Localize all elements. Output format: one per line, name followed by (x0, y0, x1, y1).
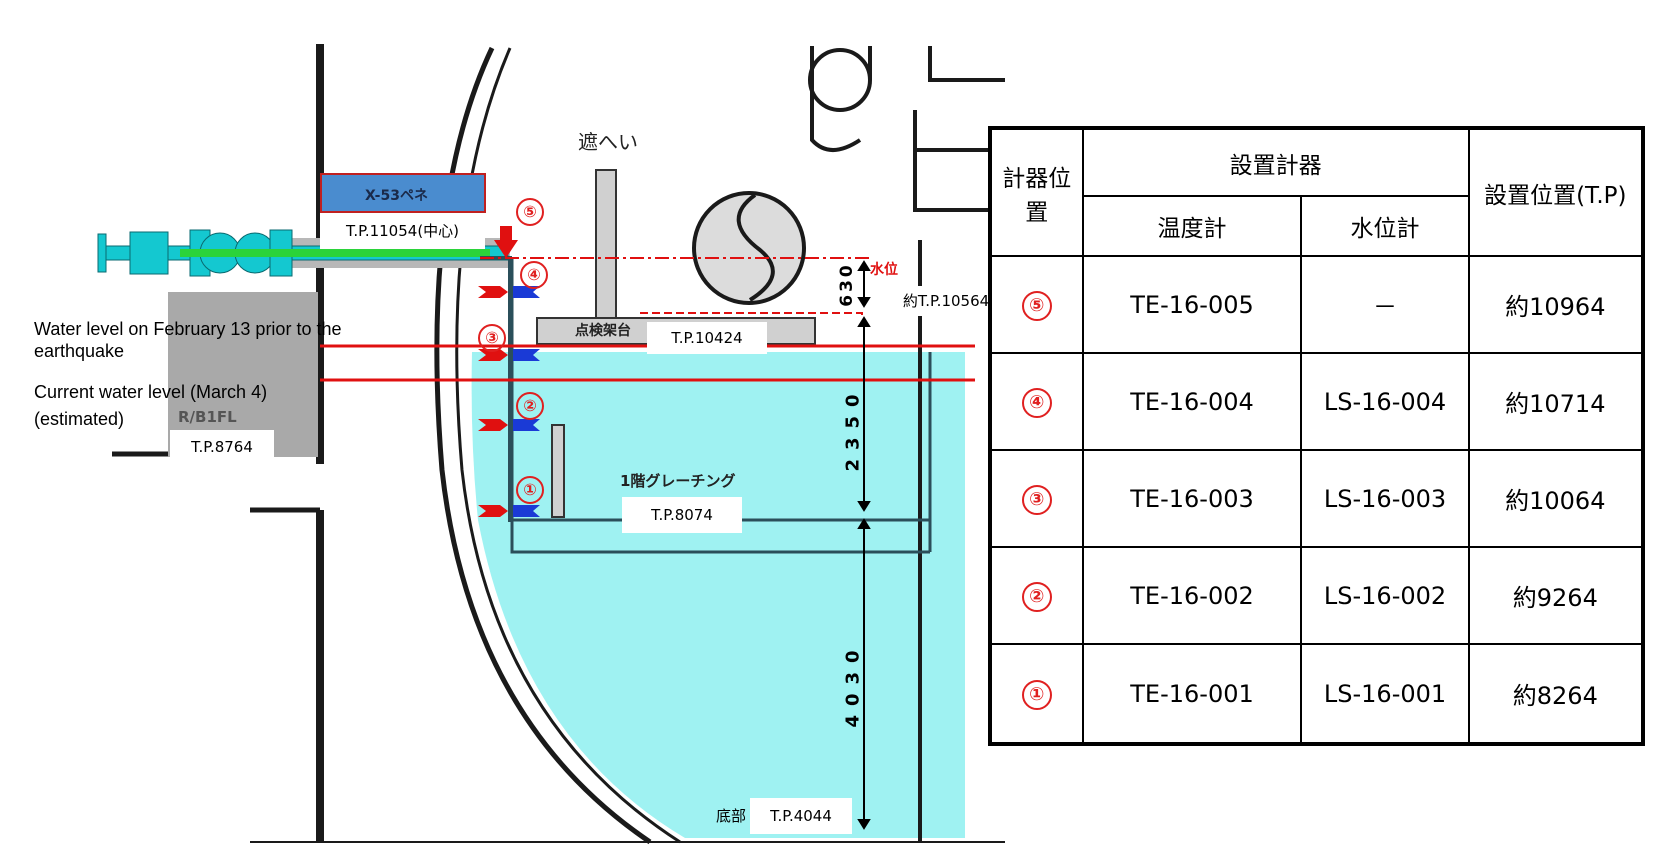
row-level: LS-16-003 (1300, 449, 1470, 549)
row-position: 約10064 (1467, 449, 1645, 549)
vessel-outer-wall (434, 46, 652, 845)
row-position: 約8264 (1467, 643, 1645, 745)
note-current-water-level: Current water level (March 4) (estimated… (34, 382, 268, 429)
row-marker: ④ (1021, 387, 1052, 418)
rb1fl-block (168, 292, 318, 457)
row-temp: TE-16-001 (1081, 643, 1303, 745)
water-level-tag: 水位 (870, 262, 898, 278)
row-level: LS-16-002 (1300, 546, 1470, 646)
platform-dash-line (640, 312, 863, 318)
building-wall-lower (316, 510, 324, 842)
header-pipe-curve (736, 193, 775, 302)
grating-level: T.P.8074 (622, 497, 742, 533)
building-outline-right (810, 46, 1005, 842)
table-row: ⑤ TE-16-005 － 約10964 (989, 254, 1645, 355)
header-instrument-position: 計器位置 (989, 127, 1084, 257)
marker-5: ⑤ (516, 198, 544, 226)
header-level-gauge: 水位計 (1300, 195, 1470, 257)
shield-label: 遮へい (578, 130, 638, 154)
row-marker: ⑤ (1021, 290, 1052, 321)
row-temp: TE-16-005 (1081, 254, 1303, 355)
water-area (471, 352, 965, 838)
shield (595, 169, 617, 319)
bottom-label: 底部 (716, 807, 747, 825)
marker-3: ③ (478, 324, 506, 352)
vessel-inner-wall (455, 47, 681, 844)
dim-4030: 4030 (842, 641, 864, 728)
instrument-post (551, 424, 565, 518)
instrument-markers (478, 286, 540, 517)
table-row: ④ TE-16-004 LS-16-004 約10714 (989, 352, 1645, 452)
table-row: ① TE-16-001 LS-16-001 約8264 (989, 643, 1645, 745)
grating-label: 1階グレーチング (620, 472, 736, 490)
marker-1: ① (516, 476, 544, 504)
penetration-label: X-53ペネ (365, 188, 428, 204)
platform-label: 点検架台 (575, 323, 631, 339)
pipe-elbow (808, 48, 872, 112)
dimension-lines (857, 260, 871, 830)
dim-2350: 2350 (842, 385, 864, 472)
row-level: LS-16-001 (1300, 643, 1470, 745)
row-level: － (1300, 254, 1470, 355)
marker-5-arrow (494, 226, 518, 258)
row-marker: ② (1021, 581, 1052, 612)
table-row: ③ TE-16-003 LS-16-003 約10064 (989, 449, 1645, 549)
penetration-center-level: T.P.11054(中心) (320, 213, 485, 249)
row-temp: TE-16-004 (1081, 352, 1303, 452)
dim-630: 630 (836, 262, 857, 307)
marker-2: ② (516, 392, 544, 420)
row-marker: ① (1021, 679, 1052, 710)
marker-4: ④ (520, 261, 548, 289)
row-temp: TE-16-003 (1081, 449, 1303, 549)
header-installed-instruments: 設置計器 (1081, 127, 1470, 197)
header-install-position: 設置位置(T.P) (1467, 127, 1645, 257)
header-pipe (692, 191, 806, 305)
row-position: 約10964 (1467, 254, 1645, 355)
floor-label: R/B1FL (178, 408, 237, 426)
water-level-value: 約T.P.10564 (894, 286, 998, 316)
row-marker: ③ (1021, 484, 1052, 515)
penetration-pipe (97, 229, 509, 277)
floor-level: T.P.8764 (170, 430, 274, 464)
row-position: 約9264 (1467, 546, 1645, 646)
row-temp: TE-16-002 (1081, 546, 1303, 646)
table-row: ② TE-16-002 LS-16-002 約9264 (989, 546, 1645, 646)
instrument-table: 計器位置 設置計器 設置位置(T.P) 温度計 水位計 ⑤ TE-16-005 … (988, 126, 1645, 746)
penetration-box (320, 173, 486, 213)
row-level: LS-16-004 (1300, 352, 1470, 452)
row-position: 約10714 (1467, 352, 1645, 452)
note-feb13-water-level: Water level on February 13 prior to the … (34, 319, 342, 361)
bottom-level: T.P.4044 (750, 798, 852, 834)
header-thermometer: 温度計 (1081, 195, 1303, 257)
platform-level: T.P.10424 (647, 322, 767, 354)
